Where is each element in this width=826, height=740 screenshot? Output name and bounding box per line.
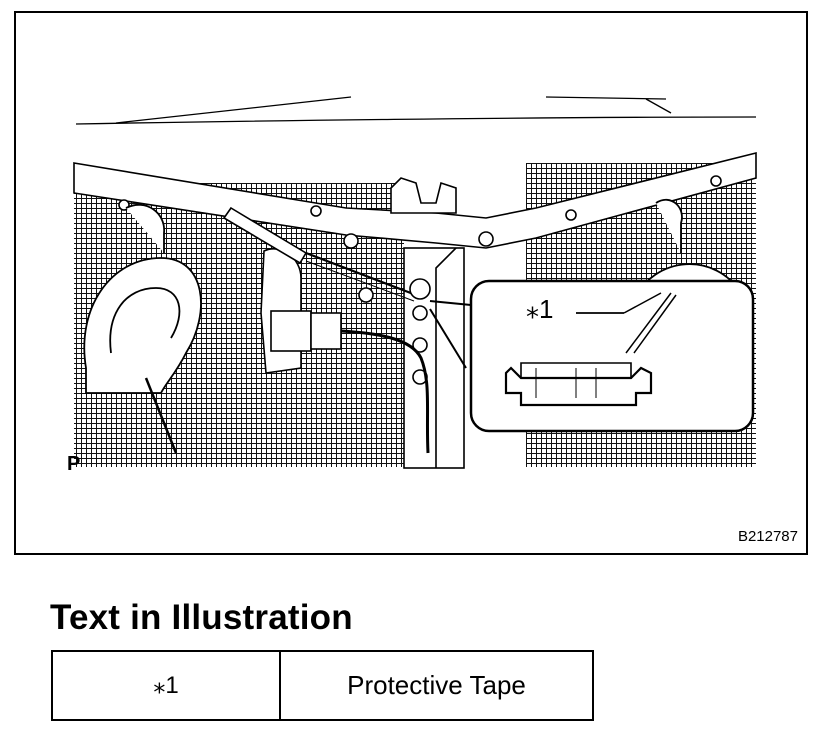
view-direction-label: P bbox=[67, 453, 81, 475]
callout-label: ⁎1 bbox=[526, 294, 554, 324]
screwdriver bbox=[222, 206, 431, 302]
legend-table: ⁎1 Protective Tape bbox=[51, 650, 594, 721]
legend-key: ⁎1 bbox=[51, 650, 281, 721]
illustration-frame: P ⁎1 B212787 bbox=[14, 11, 808, 555]
section-title: Text in Illustration bbox=[50, 598, 353, 637]
hood-edge bbox=[75, 96, 757, 125]
figure-code: B212787 bbox=[737, 528, 798, 545]
harness-connector bbox=[260, 248, 430, 454]
radiator-support bbox=[73, 151, 757, 469]
legend-row: ⁎1 Protective Tape bbox=[51, 650, 594, 721]
legend-text: Protective Tape bbox=[279, 650, 594, 721]
illustration-drawing bbox=[73, 96, 757, 469]
detail-callout bbox=[429, 279, 755, 433]
left-horn bbox=[83, 203, 202, 454]
